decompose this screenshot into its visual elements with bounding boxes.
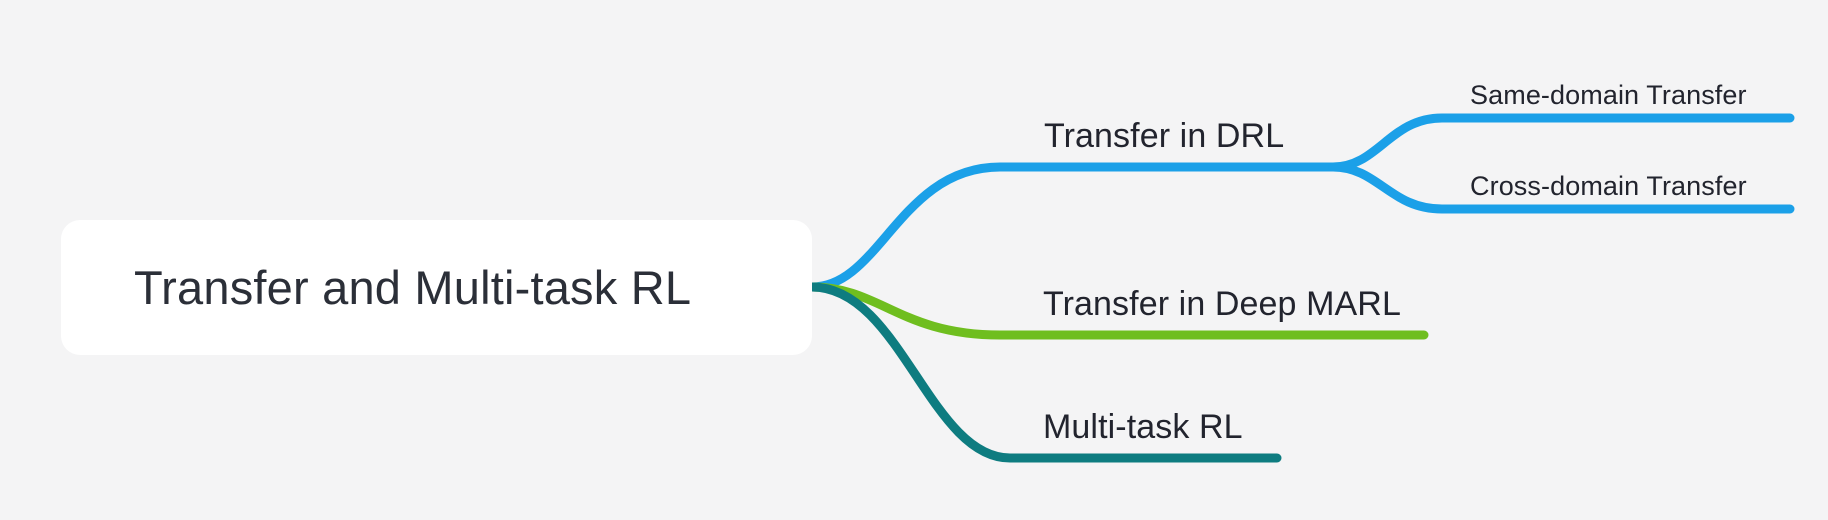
root-node-label: Transfer and Multi-task RL (134, 261, 692, 314)
node-same-domain-transfer[interactable]: Same-domain Transfer (1470, 80, 1747, 110)
node-cross-domain-transfer[interactable]: Cross-domain Transfer (1470, 171, 1747, 201)
edge-drl-to-cross-domain (1328, 162, 1795, 214)
node-transfer-in-deep-marl[interactable]: Transfer in Deep MARL (1043, 285, 1401, 323)
edge-root-to-transfer-drl (807, 162, 1338, 292)
node-transfer-in-drl[interactable]: Transfer in DRL (1044, 117, 1285, 155)
edge-drl-to-same-domain (1328, 113, 1795, 172)
node-multi-task-rl[interactable]: Multi-task RL (1043, 408, 1243, 446)
edge-root-to-multitask-rl (807, 282, 1282, 463)
root-node[interactable]: Transfer and Multi-task RL (61, 220, 812, 355)
